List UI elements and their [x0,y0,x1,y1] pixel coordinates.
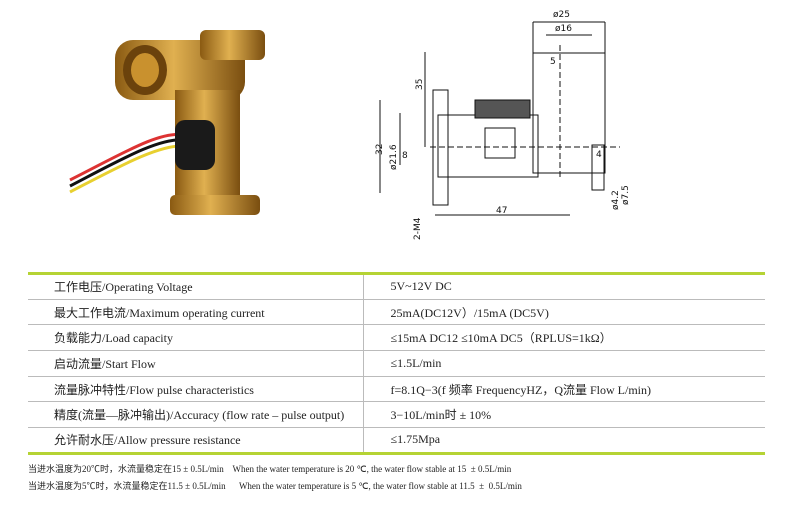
technical-drawing: ø25 ø16 5 35 32 ø21.6 8 4 47 2-M4 ø4.2 ø… [375,10,630,240]
spec-label: 最大工作电流/Maximum operating current [28,299,364,326]
spec-value: ≤1.5L/min [363,350,765,377]
spec-value: 25mA(DC12V）/15mA (DC5V) [363,299,765,326]
dim-47: 47 [496,206,507,216]
dim-2-m4: 2-M4 [413,217,423,240]
dim-4-2: ø4.2 [611,190,621,210]
spec-value: f=8.1Q−3(f 频率 FrequencyHZ，Q流量 Flow L/min… [363,376,765,403]
spec-value: ≤15mA DC12 ≤10mA DC5（RPLUS=1kΩ） [363,324,765,352]
spec-label: 允许耐水压/Allow pressure resistance [28,427,364,454]
spec-label: 负载能力/Load capacity [28,324,364,352]
dim-5: 5 [550,57,556,67]
spec-label: 流量脉冲特性/Flow pulse characteristics [28,376,364,403]
dim-21-6: ø21.6 [389,144,399,170]
dim-7-5: ø7.5 [621,185,630,205]
dim-8: 8 [402,151,408,161]
dim-inner-diameter: ø16 [555,24,572,34]
product-photo [69,30,265,215]
spec-value: 5V~12V DC [363,273,765,300]
spec-label: 启动流量/Start Flow [28,350,364,377]
spec-label: 精度(流量—脉冲输出)/Accuracy (flow rate – pulse … [28,401,364,429]
table-row: 允许耐水压/Allow pressure resistance ≤1.75Mpa [28,427,765,454]
spec-value: 3−10L/min时 ± 10% [363,401,765,429]
footnote-20c: 当进水温度为20℃时，水流量稳定在15 ± 0.5L/min When the … [28,464,512,474]
table-row: 负载能力/Load capacity≤15mA DC12 ≤10mA DC5（R… [28,324,765,352]
dim-outer-diameter: ø25 [553,10,570,20]
spec-value: ≤1.75Mpa [390,432,441,447]
dim-35: 35 [415,79,425,90]
table-row: 启动流量/Start Flow≤1.5L/min [28,350,765,377]
dim-32: 32 [375,144,385,155]
dim-4: 4 [596,150,602,160]
spec-label: 工作电压/Operating Voltage [28,273,364,300]
table-row: 精度(流量—脉冲输出)/Accuracy (flow rate – pulse … [28,401,765,429]
footnote-5c: 当进水温度为5℃时，水流量稳定在11.5 ± 0.5L/min When the… [28,481,522,491]
